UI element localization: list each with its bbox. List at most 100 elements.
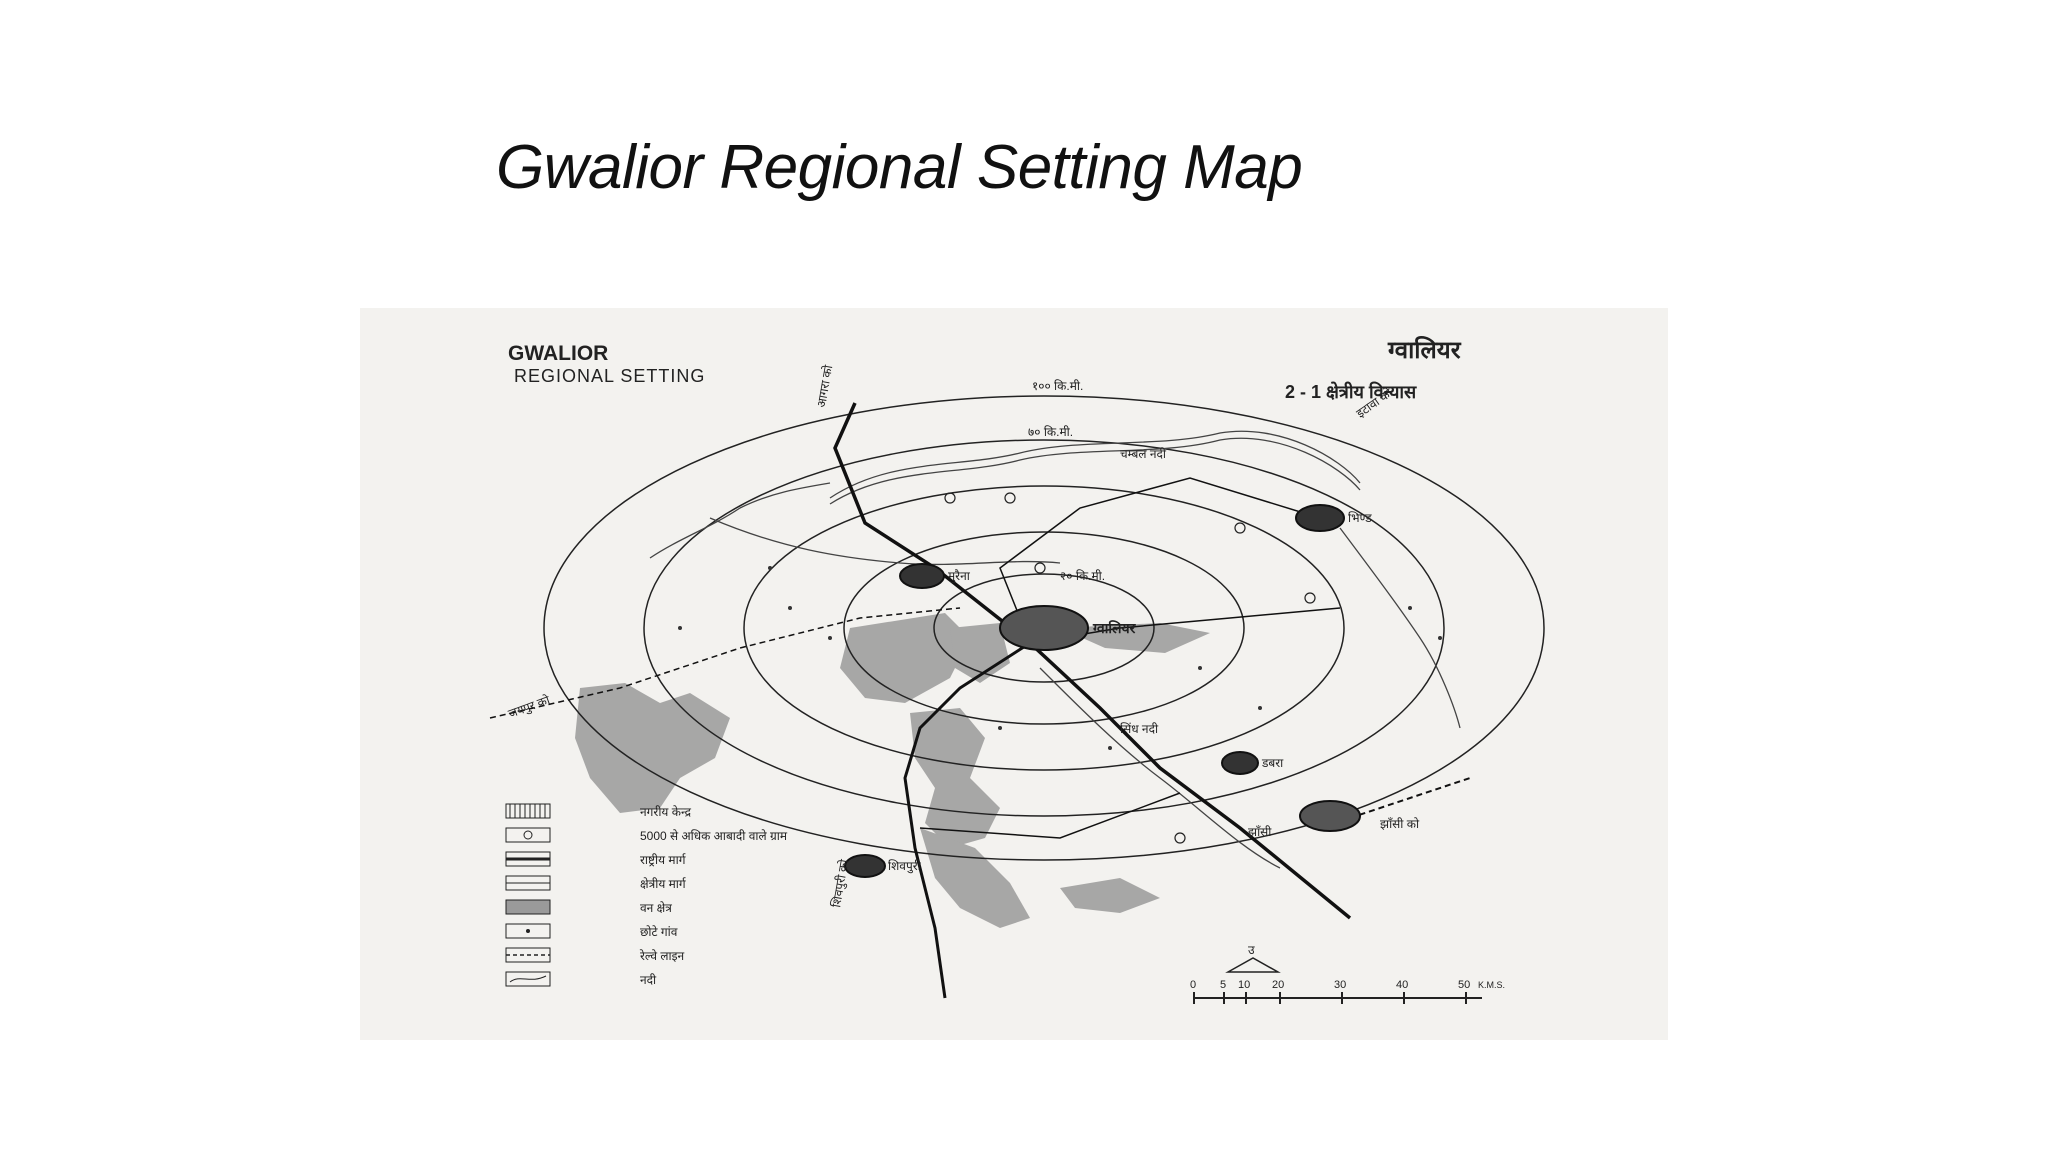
- map-drawing: GWALIOR REGIONAL SETTING ग्वालियर 2 - 1 …: [489, 336, 1545, 1004]
- legend-item: राष्ट्रीय मार्ग: [505, 851, 686, 867]
- large-village: [1304, 592, 1316, 604]
- small-village: [678, 626, 682, 630]
- urban-centre-jhansi: [1299, 800, 1361, 832]
- legend-symbol-forest: [505, 899, 551, 915]
- river-chambal: [829, 430, 1361, 499]
- small-village: [828, 636, 832, 640]
- large-village: [1034, 562, 1046, 574]
- small-village: [1408, 606, 1412, 610]
- legend-item: नदी: [505, 971, 657, 987]
- map-subtitle-hi: 2 - 1 क्षेत्रीय विन्यास: [1285, 381, 1417, 402]
- forest-patch: [840, 613, 970, 703]
- small-village: [998, 726, 1002, 730]
- small-village: [1258, 706, 1262, 710]
- river-label: चम्बल नदी: [1120, 447, 1167, 461]
- legend-symbol-hatch: [509, 804, 546, 818]
- large-village: [944, 492, 956, 504]
- urban-centre-bhind: [1295, 504, 1345, 532]
- river: [1339, 527, 1461, 729]
- forest-patch: [920, 828, 1030, 928]
- scale-unit: K.M.S.: [1478, 980, 1505, 990]
- scale-tick: 20: [1272, 979, 1284, 991]
- legend-label: छोटे गांव: [640, 925, 678, 939]
- river: [649, 482, 831, 559]
- scale-tick: 10: [1238, 979, 1250, 991]
- legend-symbol-circle: [523, 830, 533, 840]
- place-label: शिवपुरी: [888, 859, 922, 874]
- map-title-en: GWALIOR: [508, 342, 608, 365]
- forest-patch: [1060, 623, 1210, 653]
- forest-patch: [1060, 878, 1160, 913]
- north-label: उ: [1248, 943, 1255, 957]
- slide-title: Gwalior Regional Setting Map: [496, 133, 1303, 202]
- legend-item: 5000 से अधिक आबादी वाले ग्राम: [505, 827, 788, 843]
- scale-tick: 40: [1396, 979, 1408, 991]
- river-chambal-bank: [829, 437, 1361, 505]
- ring-label: ७० कि.मी.: [1028, 425, 1073, 439]
- large-village: [1004, 492, 1016, 504]
- regional-road: [999, 477, 1321, 644]
- small-village: [1108, 746, 1112, 750]
- road-label: झाँसी को: [1380, 817, 1420, 831]
- legend-label: 5000 से अधिक आबादी वाले ग्राम: [640, 829, 788, 843]
- legend-item: क्षेत्रीय मार्ग: [505, 875, 687, 891]
- place-label: भिण्ड: [1348, 511, 1372, 525]
- road-label: जयपुर को: [506, 693, 553, 722]
- urban-centres: [844, 504, 1361, 878]
- legend-symbol-small-village: [505, 923, 551, 939]
- forest-patch: [950, 623, 1010, 683]
- place-label: ग्वालियर: [1092, 620, 1137, 636]
- regional-road: [919, 792, 1181, 839]
- ring-label: २० कि.मी.: [1060, 569, 1105, 583]
- large-villages: [944, 492, 1316, 844]
- urban-centre-dabra: [1221, 751, 1259, 775]
- legend-label: वन क्षेत्र: [640, 901, 672, 915]
- urban-centre-gwalior: [999, 605, 1089, 651]
- ring-label: १०० कि.मी.: [1032, 379, 1083, 393]
- north-arrow: उ: [1225, 943, 1281, 973]
- map-subtitle-en: REGIONAL SETTING: [514, 366, 705, 386]
- legend-label: रेल्वे लाइन: [640, 949, 685, 963]
- ring-100km: [543, 395, 1545, 861]
- legend-label: नगरीय केन्द्र: [640, 805, 692, 819]
- large-village: [1174, 832, 1186, 844]
- small-village: [768, 566, 772, 570]
- place-label: डबरा: [1261, 756, 1284, 770]
- river-label: सिंध नदी: [1120, 722, 1159, 736]
- rivers: [649, 430, 1461, 869]
- scale-tick: 50: [1458, 979, 1470, 991]
- map-title-hi: ग्वालियर: [1387, 336, 1462, 364]
- ring-20km: [933, 573, 1155, 683]
- ring-30km: [843, 531, 1245, 725]
- scale-tick: 30: [1334, 979, 1346, 991]
- small-village: [788, 606, 792, 610]
- railway: [1349, 777, 1471, 819]
- regional-setting-map: GWALIOR REGIONAL SETTING ग्वालियर 2 - 1 …: [360, 308, 1668, 1040]
- legend-item: वन क्षेत्र: [505, 899, 672, 915]
- distance-rings: [543, 395, 1545, 861]
- small-village: [1438, 636, 1442, 640]
- place-label: मुरैना: [948, 569, 971, 584]
- legend-symbol-urban-centre: [505, 803, 551, 819]
- north-arrow-icon: [1225, 957, 1281, 973]
- small-villages: [678, 566, 1442, 750]
- legend-symbol-large-village: [505, 827, 551, 843]
- legend-symbol-line: [509, 975, 547, 983]
- scale-tick: 5: [1220, 979, 1226, 991]
- scale-tick: 0: [1190, 979, 1196, 991]
- national-road: [903, 641, 1031, 999]
- road-label: शिवपुरी को: [829, 858, 852, 909]
- legend-item: छोटे गांव: [505, 923, 678, 939]
- large-village: [1234, 522, 1246, 534]
- legend-label: क्षेत्रीय मार्ग: [640, 877, 687, 891]
- legend-symbol-dot: [526, 929, 530, 933]
- river-sindh: [1039, 667, 1281, 869]
- map-legend: नगरीय केन्द्र 5000 से अधिक आबादी वाले ग्…: [505, 803, 788, 987]
- ring-70km: [643, 439, 1445, 817]
- urban-centre-morena: [899, 563, 945, 589]
- place-label: झाँसी: [1248, 825, 1272, 839]
- forest-patch: [575, 683, 730, 813]
- small-village: [1198, 666, 1202, 670]
- legend-label: नदी: [640, 973, 657, 987]
- scale-bar: 0 5 10 20 30 40 50 K.M.S.: [1190, 979, 1505, 1004]
